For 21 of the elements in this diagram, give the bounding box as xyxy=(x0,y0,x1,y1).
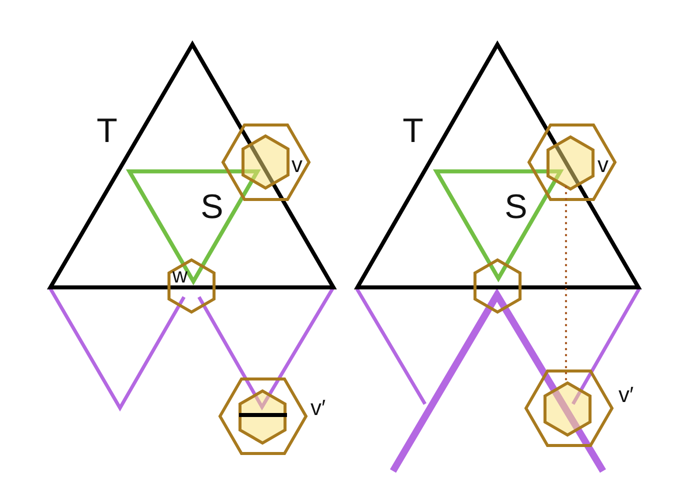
filled-hexagon xyxy=(542,380,594,438)
filled-hexagon xyxy=(240,132,292,191)
hexagon-outline xyxy=(220,122,312,202)
hexagon-outline xyxy=(523,368,615,448)
filled-hexagon xyxy=(545,134,596,192)
large-triangle xyxy=(44,38,338,292)
triangle-label: T xyxy=(96,114,118,148)
triangle-label: T xyxy=(402,114,424,148)
vertex-label: v xyxy=(598,154,608,176)
hexagon-outline xyxy=(526,122,618,202)
triangle-label: S xyxy=(200,190,224,224)
vertex-label: v′ xyxy=(618,384,634,406)
triangle-label: S xyxy=(504,190,528,224)
vertex-label: w xyxy=(172,266,188,286)
vertex-label: v′ xyxy=(310,397,326,419)
hexagon-outline xyxy=(217,376,309,456)
hexagon-outline xyxy=(472,257,524,315)
hexagon-outline xyxy=(166,257,218,315)
large-triangle xyxy=(352,38,644,292)
vertex-label: v xyxy=(292,154,302,176)
filled-hexagon xyxy=(237,388,288,446)
